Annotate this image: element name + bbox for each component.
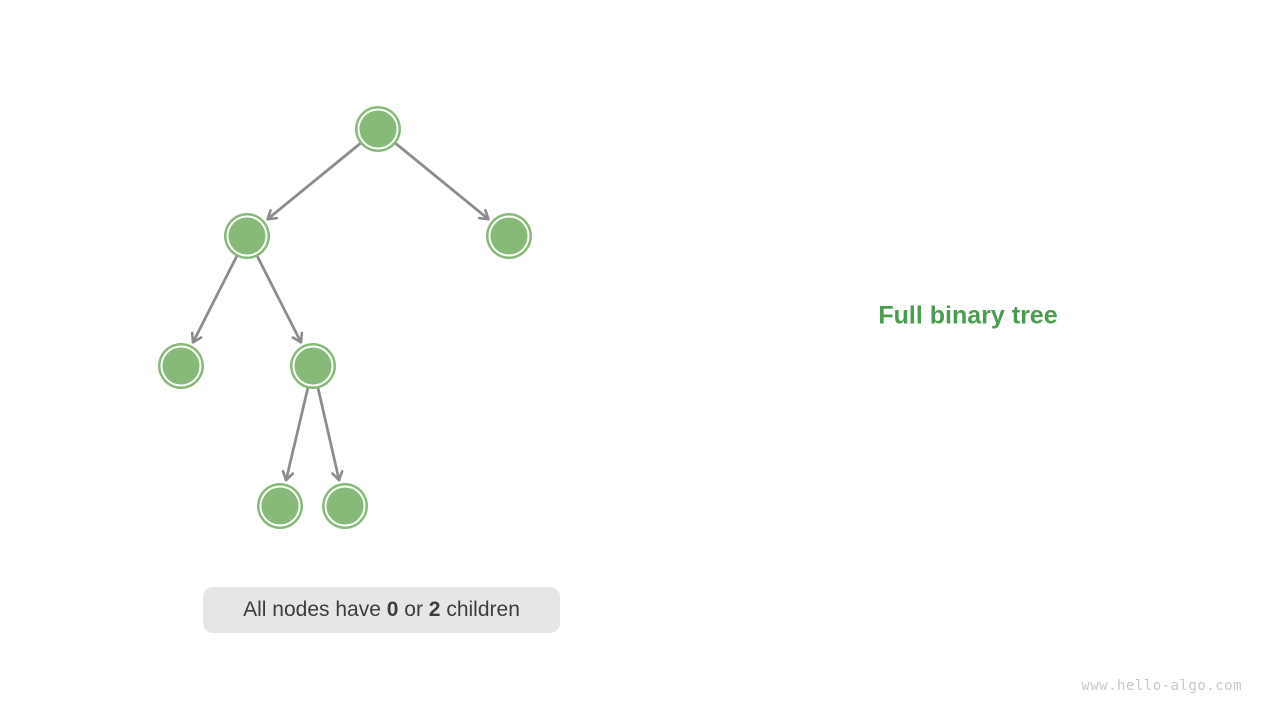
caption-bold-zero: 0 [386,598,399,621]
tree-node [355,106,401,152]
tree-node [158,343,204,389]
tree-node [257,483,303,529]
caption-bold-two: 2 [428,598,441,621]
caption-text: children [446,598,520,621]
tree-nodes [158,106,532,529]
figure-title: Full binary tree [878,301,1058,330]
caption-text: All nodes have [243,598,381,621]
tree-edge [266,127,379,221]
caption-box: All nodes have 0 or 2 children [203,587,560,633]
tree-edge [377,127,490,221]
tree-edges [190,127,490,482]
watermark: www.hello-algo.com [1081,678,1242,694]
tree-node [486,213,532,259]
caption-text: or [404,598,423,621]
tree-node [322,483,368,529]
tree-node [290,343,336,389]
tree-node [224,213,270,259]
